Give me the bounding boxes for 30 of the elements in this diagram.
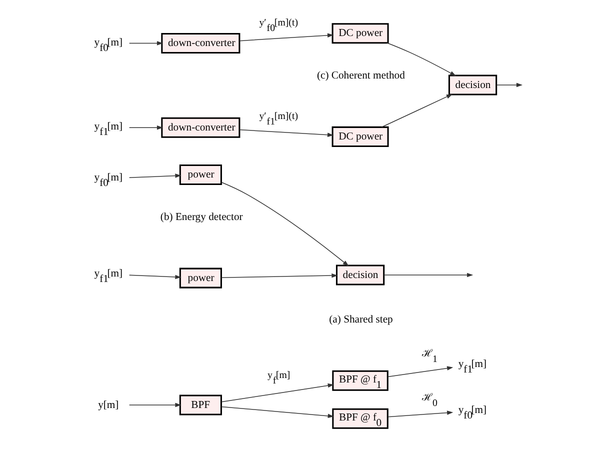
node-box: DC power xyxy=(332,126,389,147)
arrow xyxy=(128,402,182,408)
node-box: power xyxy=(179,268,222,288)
node-box: down-converter xyxy=(161,117,240,138)
arrow xyxy=(381,94,453,128)
arrow xyxy=(128,41,164,46)
node-box: decision xyxy=(336,264,385,286)
arrow xyxy=(128,174,182,178)
node-box: decision xyxy=(448,74,498,96)
label: (c) Coherent method xyxy=(316,70,405,82)
arrow xyxy=(239,33,334,42)
label: (a) Shared step xyxy=(329,314,393,326)
arrow xyxy=(221,406,334,418)
node-box: BPF xyxy=(179,394,222,416)
arrow xyxy=(388,366,454,378)
arrow xyxy=(386,42,456,76)
arrow xyxy=(239,129,334,137)
arrow xyxy=(496,82,523,88)
arrow xyxy=(221,182,349,266)
node-box: down-converter xyxy=(161,32,240,54)
label: (b) Energy detector xyxy=(160,212,243,224)
node-box: DC power xyxy=(332,23,389,44)
node-text: y[m] xyxy=(98,400,119,411)
arrow xyxy=(128,125,164,130)
node-box: power xyxy=(179,164,222,185)
arrow xyxy=(221,383,334,402)
arrow xyxy=(384,272,474,278)
arrow xyxy=(128,274,182,280)
arrow xyxy=(388,410,454,418)
arrow xyxy=(221,273,338,278)
